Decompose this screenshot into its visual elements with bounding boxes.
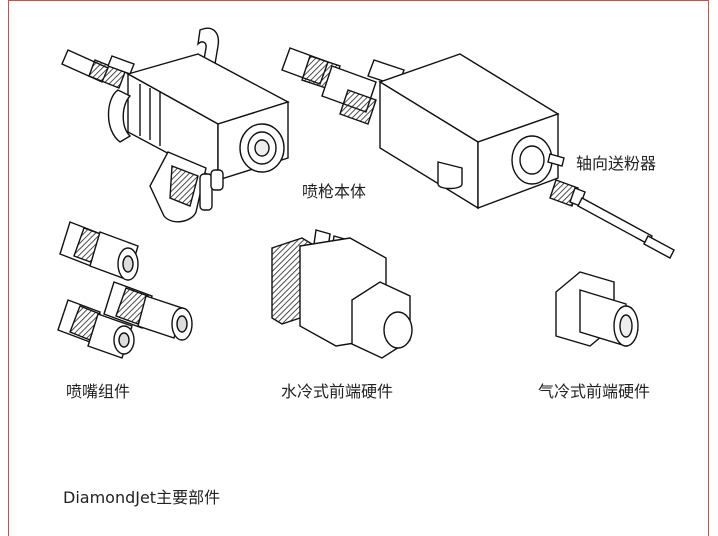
axial-feeder-drawing	[549, 179, 675, 259]
label-gun-body: 喷枪本体	[302, 182, 367, 201]
figure-caption: DiamondJet主要部件	[63, 488, 221, 507]
label-water-cooled-front: 水冷式前端硬件	[281, 382, 394, 401]
spray-gun-drawing	[61, 27, 290, 223]
water-cooled-hardware-drawing	[271, 229, 413, 359]
nozzle-drawing	[57, 221, 193, 359]
gun-body-drawing	[281, 47, 565, 210]
label-nozzle-assembly: 喷嘴组件	[66, 382, 131, 401]
figure-frame	[8, 0, 709, 536]
label-axial-feeder: 轴向送粉器	[576, 154, 657, 173]
air-cooled-hardware-drawing	[555, 271, 639, 347]
label-air-cooled-front: 气冷式前端硬件	[538, 382, 651, 401]
